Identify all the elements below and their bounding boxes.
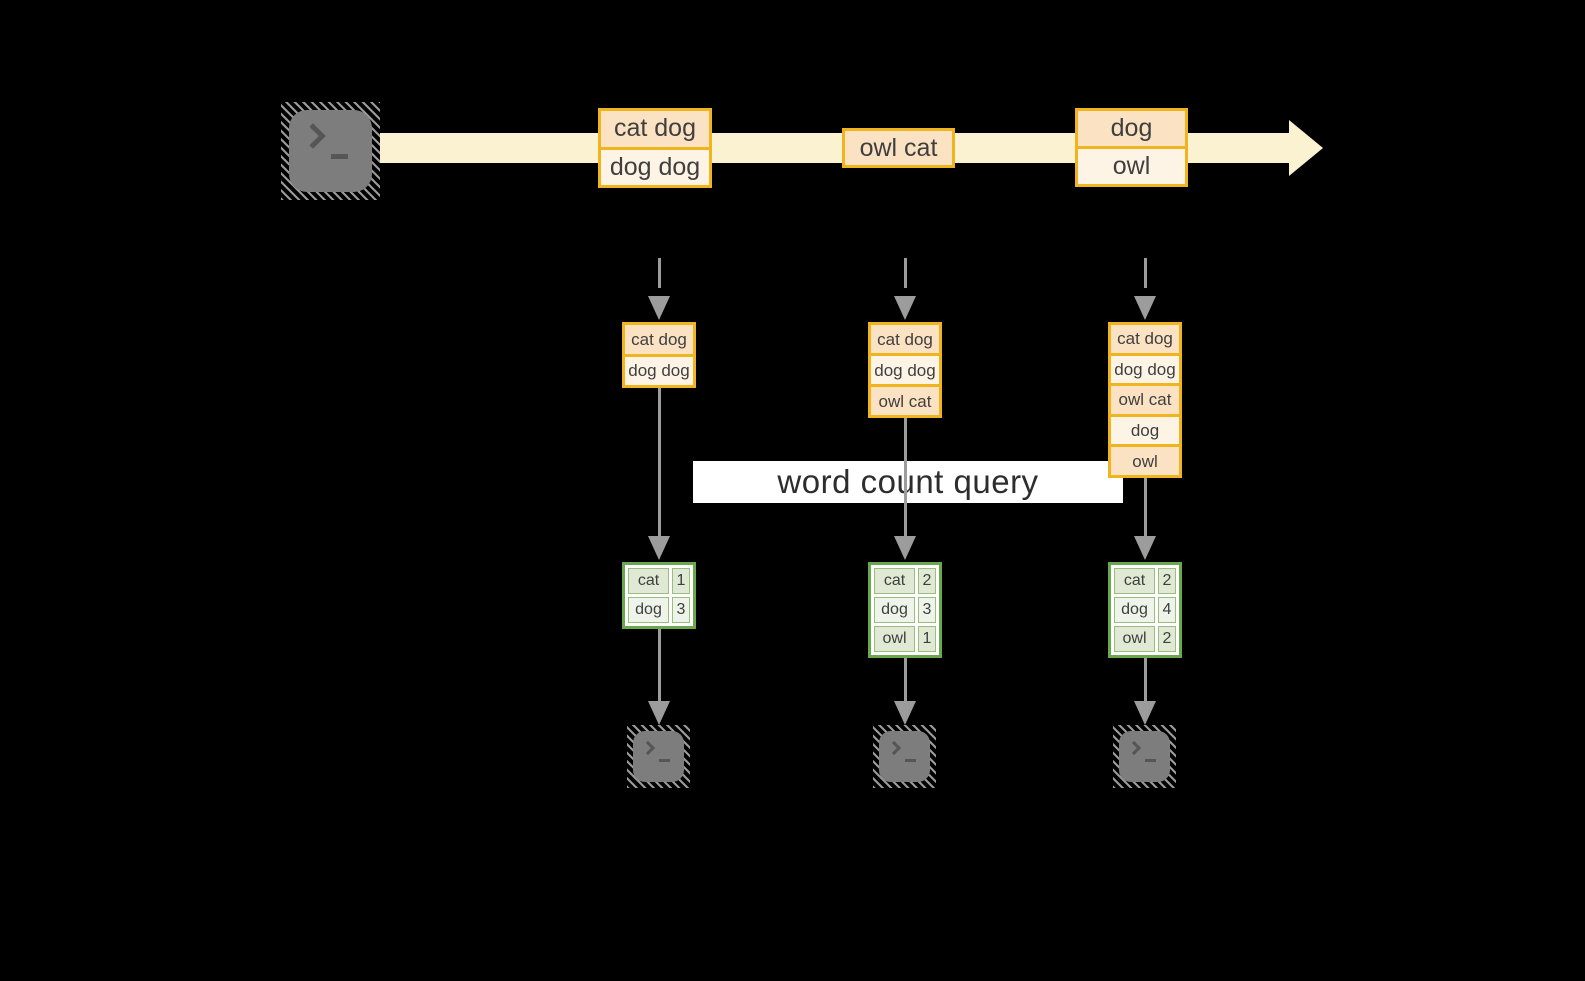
stream-arrow-head-icon <box>1289 120 1323 176</box>
terminal-cursor-icon <box>659 759 670 762</box>
terminal-window <box>633 731 684 782</box>
emit-arrow-head-icon <box>1134 701 1156 725</box>
query-label-banner: word count query <box>693 461 1123 503</box>
state-row: cat dog <box>871 325 939 353</box>
terminal-prompt-icon <box>300 123 326 149</box>
ingest-dashed-arrow-line <box>904 258 907 288</box>
emit-arrow-line <box>1144 658 1147 701</box>
terminal-window <box>1119 731 1170 782</box>
state-row: owl cat <box>871 384 939 415</box>
output-terminal-icon <box>627 725 690 788</box>
count-cell: 3 <box>918 597 936 623</box>
stream-record: dog dog <box>601 146 709 185</box>
terminal-cursor-icon <box>1145 759 1156 762</box>
word-cell: cat <box>874 568 915 594</box>
state-row: dog dog <box>1111 352 1179 384</box>
word-cell: dog <box>628 597 669 623</box>
count-cell: 2 <box>1158 626 1176 652</box>
count-cell: 2 <box>1158 568 1176 594</box>
state-row: dog dog <box>625 353 693 385</box>
stream-record: cat dog <box>601 111 709 147</box>
state-row: cat dog <box>1111 325 1179 353</box>
query-label: word count query <box>777 463 1039 500</box>
word-cell: owl <box>874 626 915 652</box>
output-terminal-icon <box>1113 725 1176 788</box>
terminal-prompt-icon <box>640 740 656 756</box>
emit-arrow-line <box>904 658 907 701</box>
count-cell: 4 <box>1158 597 1176 623</box>
state-row: dog <box>1111 413 1179 445</box>
state-row: cat dog <box>625 325 693 354</box>
count-cell: 3 <box>672 597 690 623</box>
terminal-prompt-icon <box>886 740 902 756</box>
query-arrow-head-icon <box>648 536 670 560</box>
query-arrow-head-icon <box>1134 536 1156 560</box>
ingest-dashed-arrow-head-icon <box>648 296 670 320</box>
terminal-window <box>879 731 930 782</box>
word-cell: owl <box>1114 626 1155 652</box>
query-arrow-line <box>904 418 907 536</box>
ingest-dashed-arrow-head-icon <box>894 296 916 320</box>
emit-arrow-line <box>658 629 661 701</box>
state-row: dog dog <box>871 353 939 384</box>
emit-arrow-head-icon <box>894 701 916 725</box>
terminal-prompt-icon <box>1126 740 1142 756</box>
count-cell: 1 <box>672 568 690 594</box>
terminal-cursor-icon <box>331 154 348 159</box>
word-cell: cat <box>1114 568 1155 594</box>
terminal-window <box>289 110 372 192</box>
stream-record: owl <box>1078 146 1185 184</box>
emit-arrow-head-icon <box>648 701 670 725</box>
stream-record: dog <box>1078 111 1185 146</box>
ingest-dashed-arrow-line <box>658 258 661 288</box>
ingest-dashed-arrow-head-icon <box>1134 296 1156 320</box>
source-terminal-icon <box>281 102 380 200</box>
count-cell: 1 <box>918 626 936 652</box>
word-cell: dog <box>874 597 915 623</box>
word-cell: cat <box>628 568 669 594</box>
state-row: owl cat <box>1111 383 1179 414</box>
query-arrow-line <box>658 388 661 536</box>
terminal-cursor-icon <box>905 759 916 762</box>
state-row: owl <box>1111 444 1179 475</box>
query-arrow-line <box>1144 478 1147 536</box>
ingest-dashed-arrow-line <box>1144 258 1147 288</box>
count-cell: 2 <box>918 568 936 594</box>
query-arrow-head-icon <box>894 536 916 560</box>
stream-record: owl cat <box>845 131 952 165</box>
output-terminal-icon <box>873 725 936 788</box>
stream-record-box: owl cat <box>842 128 955 168</box>
word-cell: dog <box>1114 597 1155 623</box>
